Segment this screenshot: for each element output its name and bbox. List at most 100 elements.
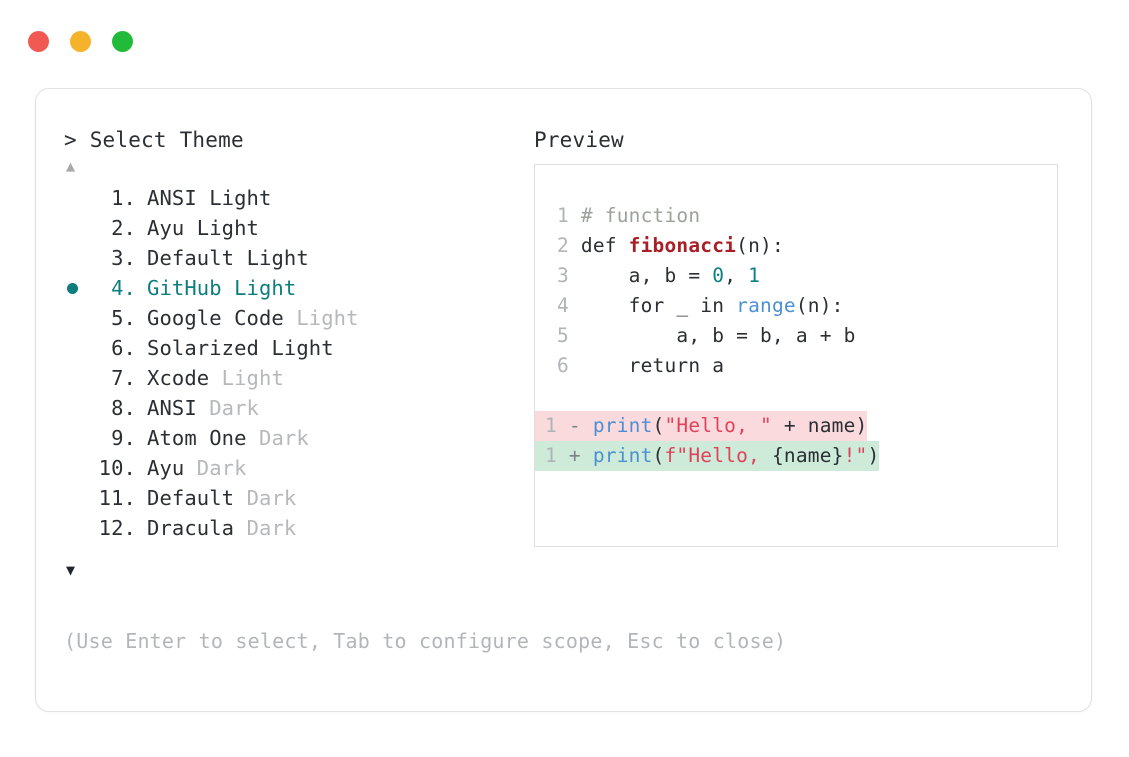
prompt-header: > Select Theme <box>64 125 534 155</box>
theme-item-index: 12. <box>98 516 136 540</box>
code-token-punct: (n): <box>736 234 784 257</box>
theme-list-item[interactable]: 7.Xcode Light <box>64 363 534 393</box>
theme-item-label: Dracula Dark <box>136 513 296 543</box>
line-number: 1 <box>557 204 569 227</box>
theme-item-index: 5. <box>111 306 136 330</box>
close-button-icon[interactable] <box>28 31 49 52</box>
theme-item-label: ANSI Dark <box>136 393 259 423</box>
theme-list-item[interactable]: 2.Ayu Light <box>64 213 534 243</box>
theme-item-label: ANSI Light <box>136 183 271 213</box>
code-token-plain: + name) <box>771 414 868 437</box>
prompt-title: Select Theme <box>89 128 244 152</box>
theme-item-label: Ayu Light <box>136 213 259 243</box>
maximize-button-icon[interactable] <box>112 31 133 52</box>
theme-item-name: Xcode <box>147 366 210 390</box>
diff-sign: + <box>568 444 581 467</box>
theme-item-index: 3. <box>111 246 136 270</box>
code-token-num: 0 <box>712 264 725 287</box>
theme-item-name: Solarized <box>147 336 259 360</box>
minimize-button-icon[interactable] <box>70 31 91 52</box>
diff-removed-line: 1 - print("Hello, " + name) <box>535 411 868 441</box>
window-controls <box>28 31 133 52</box>
code-token-fn: fibonacci <box>628 234 737 257</box>
theme-list-item[interactable]: 1.ANSI Light <box>64 183 534 213</box>
theme-list-item[interactable]: 4.GitHub Light <box>64 273 534 303</box>
theme-item-index: 6. <box>111 336 136 360</box>
code-token-punct: ( <box>652 444 665 467</box>
theme-item-name: Default <box>147 486 235 510</box>
theme-item-index: 10. <box>98 456 136 480</box>
code-token-plain: a, b = <box>568 264 713 287</box>
theme-list-item[interactable]: 9.Atom One Dark <box>64 423 534 453</box>
line-number: 2 <box>557 234 569 257</box>
line-number: 5 <box>557 324 569 347</box>
code-blank-line <box>535 381 1057 411</box>
code-token-str: f"Hello, <box>664 444 772 467</box>
code-token-kw: def <box>568 234 629 257</box>
theme-list-item[interactable]: 12.Dracula Dark <box>64 513 534 543</box>
page-title <box>77 128 90 152</box>
theme-item-label: Solarized Light <box>136 333 334 363</box>
theme-item-name: Google Code <box>147 306 284 330</box>
line-number: 6 <box>557 354 569 377</box>
theme-item-variant: Dark <box>209 396 260 420</box>
scroll-down-arrow-icon[interactable]: ▼ <box>66 561 76 579</box>
code-line: 2 def fibonacci(n): <box>535 231 1057 261</box>
theme-list-item[interactable]: 10.Ayu Dark <box>64 453 534 483</box>
theme-list-item[interactable]: 5.Google Code Light <box>64 303 534 333</box>
code-token-plain: return a <box>568 354 725 377</box>
theme-item-variant: Dark <box>196 456 247 480</box>
theme-item-variant: Light <box>246 246 309 270</box>
theme-list-item[interactable]: 6.Solarized Light <box>64 333 534 363</box>
keyboard-hint: (Use Enter to select, Tab to configure s… <box>64 629 787 653</box>
theme-item-variant: Light <box>234 276 297 300</box>
theme-item-index: 1. <box>111 186 136 210</box>
theme-item-name: Ayu <box>147 216 185 240</box>
code-token-str: "Hello, " <box>664 414 772 437</box>
prompt-caret-icon: > <box>64 128 77 152</box>
diff-line-wrapper: 1 + print(f"Hello, {name}!") <box>535 441 1057 471</box>
diff-added-line: 1 + print(f"Hello, {name}!") <box>535 441 880 471</box>
theme-item-variant: Dark <box>259 426 309 450</box>
code-token-plain: {name} <box>771 444 844 467</box>
line-number: 4 <box>557 294 569 317</box>
theme-item-variant: Light <box>221 366 284 390</box>
code-token-plain: a, b = b, a + b <box>568 324 856 347</box>
theme-item-name: ANSI <box>147 186 197 210</box>
theme-item-index: 2. <box>111 216 136 240</box>
code-token-builtin: print <box>592 414 653 437</box>
theme-item-name: ANSI <box>147 396 197 420</box>
theme-list-item[interactable]: 8.ANSI Dark <box>64 393 534 423</box>
code-token-comment: # function <box>568 204 701 227</box>
theme-item-variant: Light <box>209 186 272 210</box>
theme-item-label: GitHub Light <box>136 273 296 303</box>
theme-item-index: 11. <box>98 486 136 510</box>
code-token-builtin: range <box>736 294 796 317</box>
theme-item-name: GitHub <box>147 276 222 300</box>
line-number: 3 <box>557 264 569 287</box>
code-line: 1 # function <box>535 201 1057 231</box>
theme-item-index: 8. <box>111 396 136 420</box>
code-line: 6 return a <box>535 351 1057 381</box>
theme-item-variant: Dark <box>246 486 297 510</box>
theme-item-label: Xcode Light <box>136 363 284 393</box>
code-token-num: 1 <box>748 264 761 287</box>
preview-heading: Preview <box>534 128 624 152</box>
theme-item-name: Dracula <box>147 516 235 540</box>
theme-item-label: Atom One Dark <box>136 423 309 453</box>
scroll-up-arrow-icon[interactable]: ▲ <box>66 157 76 175</box>
theme-item-variant: Light <box>196 216 259 240</box>
diff-line-number: 1 <box>545 414 557 437</box>
theme-item-variant: Light <box>271 336 334 360</box>
code-line: 3 a, b = 0, 1 <box>535 261 1057 291</box>
theme-item-label: Default Light <box>136 243 309 273</box>
theme-list-item[interactable]: 11. Default Dark <box>64 483 534 513</box>
diff-line-number: 1 <box>545 444 557 467</box>
theme-list-item[interactable]: 3.Default Light <box>64 243 534 273</box>
